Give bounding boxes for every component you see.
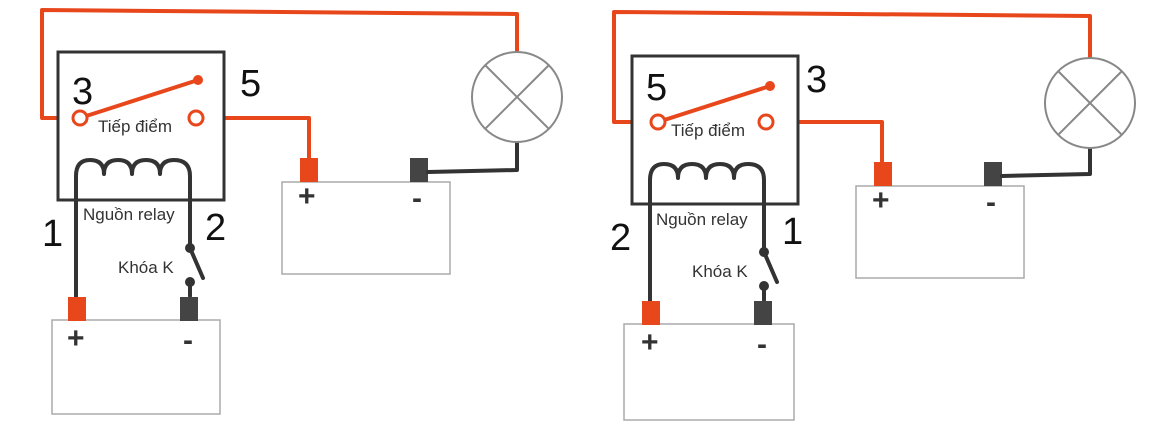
switch-icon bbox=[188, 246, 205, 280]
wire-contact-to-battery bbox=[764, 120, 884, 164]
wire-lamp-to-minus bbox=[1000, 146, 1092, 178]
battery-plus-sign: + bbox=[298, 180, 316, 213]
contact-pivot bbox=[193, 75, 203, 85]
wire-lamp-to-minus bbox=[426, 140, 519, 174]
contact-terminal-left bbox=[649, 113, 667, 131]
contact-pivot bbox=[765, 81, 775, 91]
pin-top-right: 3 bbox=[806, 59, 827, 101]
battery-plus-sign: + bbox=[67, 322, 85, 355]
battery-plus-terminal bbox=[300, 158, 318, 182]
battery-minus-sign: - bbox=[183, 324, 193, 357]
battery-icon bbox=[855, 185, 1025, 279]
coil-label: Nguồn relay bbox=[83, 205, 175, 224]
contact-terminal-3 bbox=[71, 109, 89, 127]
battery-icon bbox=[281, 181, 451, 275]
pin-top-left: 3 bbox=[72, 71, 93, 113]
battery-minus-terminal bbox=[984, 162, 1002, 186]
contact-lever bbox=[656, 84, 772, 124]
battery-plus-terminal bbox=[874, 162, 892, 186]
wire-contact-to-lamp bbox=[612, 10, 1092, 124]
battery-plus-terminal bbox=[642, 301, 660, 325]
lamp-cross-b bbox=[1057, 70, 1123, 136]
battery-icon bbox=[623, 323, 795, 421]
battery-plus-terminal bbox=[68, 297, 86, 321]
contact-terminal-5 bbox=[187, 109, 205, 127]
battery-plus-sign: + bbox=[872, 184, 890, 217]
battery-plus-sign: + bbox=[641, 326, 659, 359]
diagram-left: Tiếp điểm Nguồn relay Khóa K 3 5 1 2 + -… bbox=[40, 8, 563, 415]
battery-minus-terminal bbox=[410, 158, 428, 182]
pin-top-right: 5 bbox=[240, 63, 261, 105]
contact-terminal-right bbox=[757, 113, 775, 131]
pin-top-left: 5 bbox=[646, 67, 667, 109]
coil-icon bbox=[74, 158, 192, 305]
switch-icon bbox=[762, 250, 779, 284]
contact-label: Tiếp điểm bbox=[671, 121, 745, 140]
pin-coil-right: 2 bbox=[205, 207, 226, 249]
pin-coil-right: 1 bbox=[782, 211, 803, 253]
battery-minus-sign: - bbox=[757, 328, 767, 361]
contact-label: Tiếp điểm bbox=[98, 117, 172, 136]
battery-icon bbox=[51, 319, 221, 415]
coil-label: Nguồn relay bbox=[656, 210, 748, 229]
pin-coil-left: 1 bbox=[42, 213, 63, 255]
diagram-right: Tiếp điểm Nguồn relay Khóa K 5 3 2 1 + -… bbox=[610, 10, 1136, 421]
battery-minus-terminal bbox=[180, 297, 198, 321]
contact-lever bbox=[78, 78, 200, 120]
battery-minus-sign: - bbox=[412, 182, 422, 215]
switch-label: Khóa K bbox=[118, 258, 174, 277]
pin-coil-left: 2 bbox=[610, 217, 631, 259]
switch-label: Khóa K bbox=[692, 262, 748, 281]
wire-contact5-to-battery bbox=[194, 116, 311, 160]
coil-icon bbox=[648, 162, 766, 305]
battery-minus-sign: - bbox=[986, 186, 996, 219]
battery-minus-terminal bbox=[754, 301, 772, 325]
lamp-cross-b bbox=[484, 64, 550, 130]
wire-contact3-to-lamp bbox=[40, 8, 519, 120]
